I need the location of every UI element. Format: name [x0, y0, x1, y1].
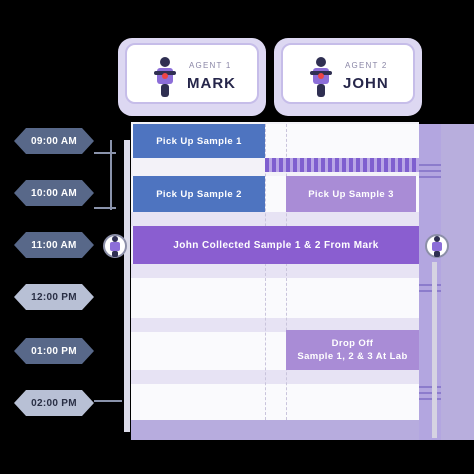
event-pickup-3[interactable]: Pick Up Sample 3 [286, 176, 416, 212]
row-separator [131, 318, 419, 332]
time-label: 11:00 AM [31, 239, 77, 251]
event-label: Pick Up Sample 2 [156, 188, 242, 200]
agent-card-john[interactable]: AGENT 2 JOHN [274, 38, 422, 116]
row-1200 [131, 278, 419, 318]
transit-stripe [265, 158, 419, 172]
event-label: Pick Up Sample 1 [156, 135, 242, 147]
time-label: 09:00 AM [31, 135, 77, 147]
lane-divider [265, 124, 266, 420]
time-label: 02:00 PM [31, 397, 77, 409]
right-rail [432, 262, 437, 438]
time-chip-1200: 12:00 PM [14, 284, 94, 310]
event-label: Pick Up Sample 3 [308, 188, 394, 200]
right-side-strip [419, 124, 441, 440]
time-chip-0200: 02:00 PM [14, 390, 94, 416]
delivery-rider-icon [154, 57, 176, 97]
row-separator [131, 370, 419, 384]
event-pickup-2[interactable]: Pick Up Sample 2 [133, 176, 265, 212]
rider-marker-icon [103, 234, 127, 258]
row-separator [131, 212, 419, 226]
agent-sub-label: AGENT 1 [189, 61, 232, 70]
agent-sub-label: AGENT 2 [345, 61, 388, 70]
right-lane-band [441, 124, 474, 440]
time-chip-1100: 11:00 AM [14, 232, 94, 258]
grid-footer [131, 420, 419, 440]
time-chip-0900: 09:00 AM [14, 128, 94, 154]
agent-name: JOHN [343, 75, 389, 92]
event-label-line1: Drop Off [331, 338, 374, 349]
time-label: 12:00 PM [31, 291, 77, 303]
connector [94, 400, 122, 402]
agent-name: MARK [187, 75, 236, 92]
timeline-rail [124, 140, 130, 432]
row-separator [131, 264, 419, 278]
agent-card-mark[interactable]: AGENT 1 MARK [118, 38, 266, 116]
time-chip-1000: 10:00 AM [14, 180, 94, 206]
connector [94, 207, 116, 209]
event-label: John Collected Sample 1 & 2 From Mark [173, 239, 379, 251]
delivery-rider-icon [310, 57, 332, 97]
time-label: 01:00 PM [31, 345, 77, 357]
agent-card-inner: AGENT 2 JOHN [281, 43, 415, 104]
event-pickup-1[interactable]: Pick Up Sample 1 [133, 124, 265, 158]
event-label-line2: Sample 1, 2 & 3 At Lab [297, 351, 408, 362]
time-chip-0100: 01:00 PM [14, 338, 94, 364]
rider-marker-icon [425, 234, 449, 258]
row-0200 [131, 382, 419, 420]
event-collected[interactable]: John Collected Sample 1 & 2 From Mark [133, 226, 419, 264]
agent-card-inner: AGENT 1 MARK [125, 43, 259, 104]
event-dropoff[interactable]: Drop Off Sample 1, 2 & 3 At Lab [286, 330, 419, 370]
connector [94, 152, 116, 154]
connector [110, 140, 112, 210]
lane-divider [286, 124, 287, 420]
time-label: 10:00 AM [31, 187, 77, 199]
